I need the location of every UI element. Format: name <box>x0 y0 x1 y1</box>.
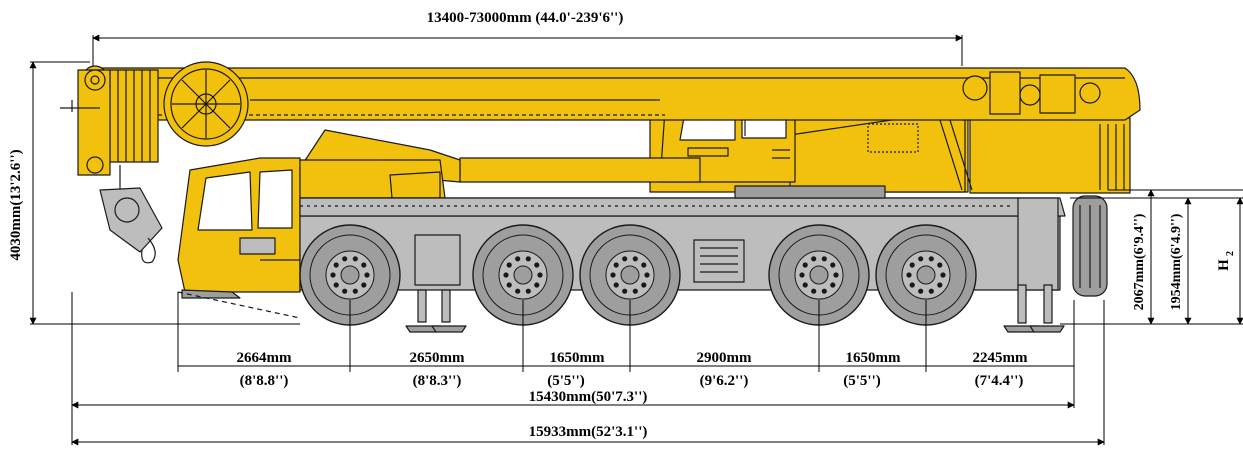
height-2067-label: 2067mm(6'9.4'') <box>1132 213 1147 310</box>
wheel-4 <box>768 224 870 326</box>
engine-deck <box>299 159 446 199</box>
axle-spacing-3-imperial: (5'5'') <box>547 373 585 389</box>
axle-spacing-6-metric: 2245mm <box>973 350 1028 366</box>
axle-spacing-5-imperial: (5'5'') <box>843 373 881 389</box>
overall-length-label: 15933mm(52'3.1'') <box>529 424 648 440</box>
wheel-1 <box>299 224 401 326</box>
axle-spacing-1-imperial: (8'8.8'') <box>240 373 289 389</box>
axle-spacing-2-metric: 2650mm <box>410 350 465 366</box>
wheel-3 <box>579 224 681 326</box>
crane-illustration <box>60 61 1141 333</box>
carrier-cab <box>177 157 301 299</box>
axle-spacing-6-imperial: (7'4.4'') <box>975 373 1024 389</box>
axle-spacing-3-metric: 1650mm <box>550 350 605 366</box>
dimension-labels: 13400-73000mm (44.0'-239'6'') 4030mm(13'… <box>8 10 1236 440</box>
axle-spacing-1-metric: 2664mm <box>237 350 292 366</box>
axle-spacing-4-metric: 2900mm <box>697 350 752 366</box>
hook-block <box>60 100 163 264</box>
axle-spacing-2-imperial: (8'8.3'') <box>413 373 462 389</box>
wheel-5 <box>875 224 977 326</box>
wheels <box>299 224 977 326</box>
overall-height-label: 4030mm(13'2.6'') <box>8 149 24 260</box>
carrier-length-label: 15430mm(50'7.3'') <box>529 389 648 405</box>
h2-subscript: 2 <box>1225 251 1236 256</box>
axle-spacing-4-imperial: (9'6.2'') <box>700 373 749 389</box>
axle-spacing-5-metric: 1650mm <box>846 350 901 366</box>
approach-angle-line <box>177 291 301 319</box>
h2-letter: H <box>1216 259 1232 271</box>
dimension-lines <box>29 34 1243 446</box>
counterweight <box>969 117 1131 194</box>
h2-label: H 2 <box>1216 251 1236 271</box>
outriggers <box>405 284 1065 333</box>
height-1954-label: 1954mm(6'4.9'') <box>1169 213 1184 310</box>
spare-tire <box>1072 195 1108 297</box>
boom-length-label: 13400-73000mm (44.0'-239'6'') <box>427 10 624 26</box>
